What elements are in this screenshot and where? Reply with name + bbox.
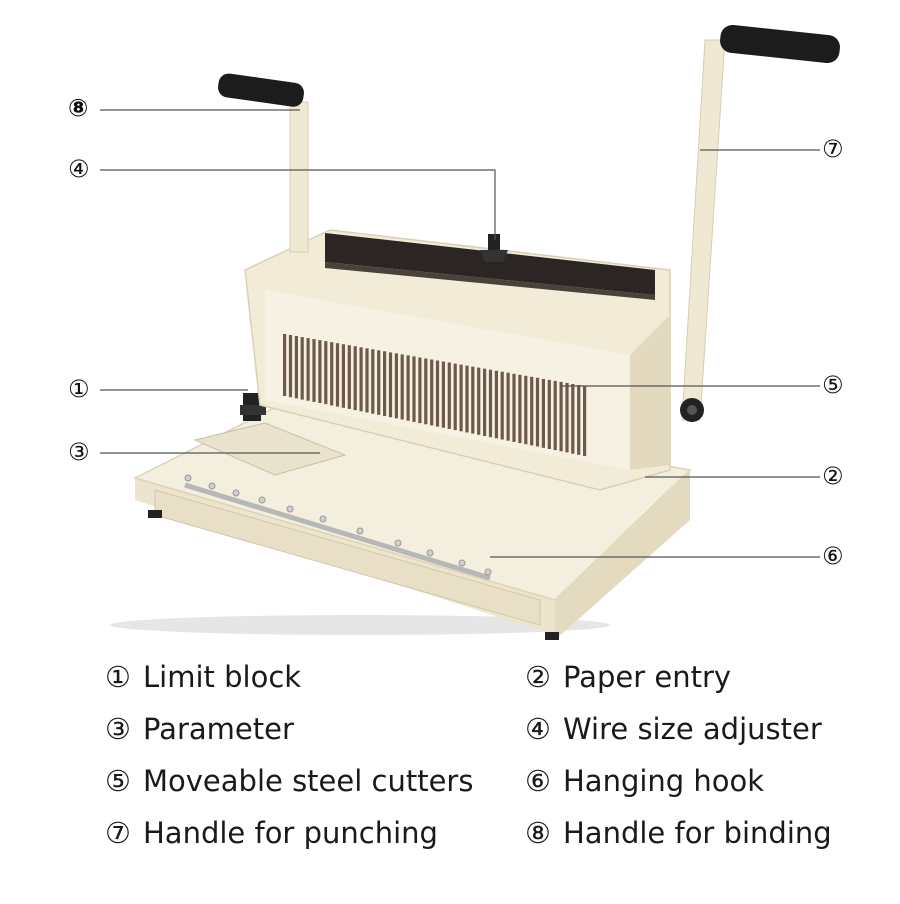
cutter-tooth [324,341,328,405]
cutter-tooth [559,381,563,452]
cutter-tooth [571,384,575,454]
punching-handle-grip [720,24,840,64]
hanging-hook-pins [184,474,492,576]
cutter-tooth [483,368,487,436]
callout-6: ⑥ [822,542,844,570]
callout-8: ⑧ [68,94,89,122]
cutter-tooth [535,377,540,447]
cutter-tooth [412,356,416,422]
cutter-tooth [406,355,410,421]
cutter-tooth [312,339,316,402]
cutter-tooth [471,366,475,434]
cutter-tooth [435,360,440,427]
leader-4 [100,169,496,240]
foot-left [148,510,162,518]
cutter-tooth [283,334,287,396]
callout-4: ④ [68,155,90,183]
cutter-tooth [335,343,340,407]
cutter-tooth [530,376,534,446]
housing-side [630,315,670,470]
top-clamp-bar [325,233,655,295]
cutter-tooth [583,386,587,456]
cutter-tooth [447,362,451,429]
cutter-tooth [388,352,393,418]
cutter-tooth [547,379,551,449]
cutter-tooth [383,351,387,416]
cutter-tooth [318,340,322,403]
cutter-tooth [512,373,516,442]
cutter-tooth [506,372,510,441]
callout-3: ③ [68,438,90,466]
base-drawer [154,489,541,626]
cutter-tooth [400,354,404,420]
hanging-hook-rail [184,482,491,581]
cutter-tooth [330,342,334,406]
cutter-tooth [518,374,522,444]
cutter-tooth [459,364,463,432]
cutter-tooth [424,358,428,425]
callout-1: ① [68,375,90,403]
cutter-tooth [371,349,375,414]
steel-cutters [283,334,587,456]
cutter-tooth [341,344,345,408]
foot-front [545,632,559,640]
binding-handle-arm [289,101,309,253]
cutter-tooth [500,371,504,440]
punching-handle-arm [681,39,726,421]
cutter-tooth [418,357,422,424]
cutter-tooth [565,382,569,453]
cutter-tooth [288,335,293,398]
cutter-tooth [353,346,357,411]
callout-2: ② [822,462,844,490]
limit-block-base [240,405,266,415]
cutter-tooth [365,348,369,413]
cutter-tooth [377,350,381,415]
cutter-tooth [553,380,557,451]
cutter-tooth [430,359,434,426]
base-side [555,470,690,640]
cutter-tooth [394,353,398,419]
cutter-tooth [294,336,298,399]
cutter-tooth [541,378,545,448]
cutter-tooth [577,385,581,455]
cutter-tooth [300,337,304,400]
cutter-tooth [465,365,469,433]
callout-5: ⑤ [822,371,844,399]
cutter-tooth [347,345,351,409]
cutter-tooth [453,363,457,431]
cutter-tooth [488,369,493,438]
cutter-tooth [524,375,528,445]
cutter-tooth [477,367,481,435]
cutter-tooth [494,370,498,439]
base-shadow [110,615,610,635]
parameter-plate [193,422,347,476]
leader-lines [100,109,820,558]
callout-7: ⑦ [822,135,844,163]
cutter-tooth [441,361,445,428]
cutter-tooth [306,338,310,401]
binding-handle-grip [218,73,304,107]
cutter-tooth [359,347,363,412]
